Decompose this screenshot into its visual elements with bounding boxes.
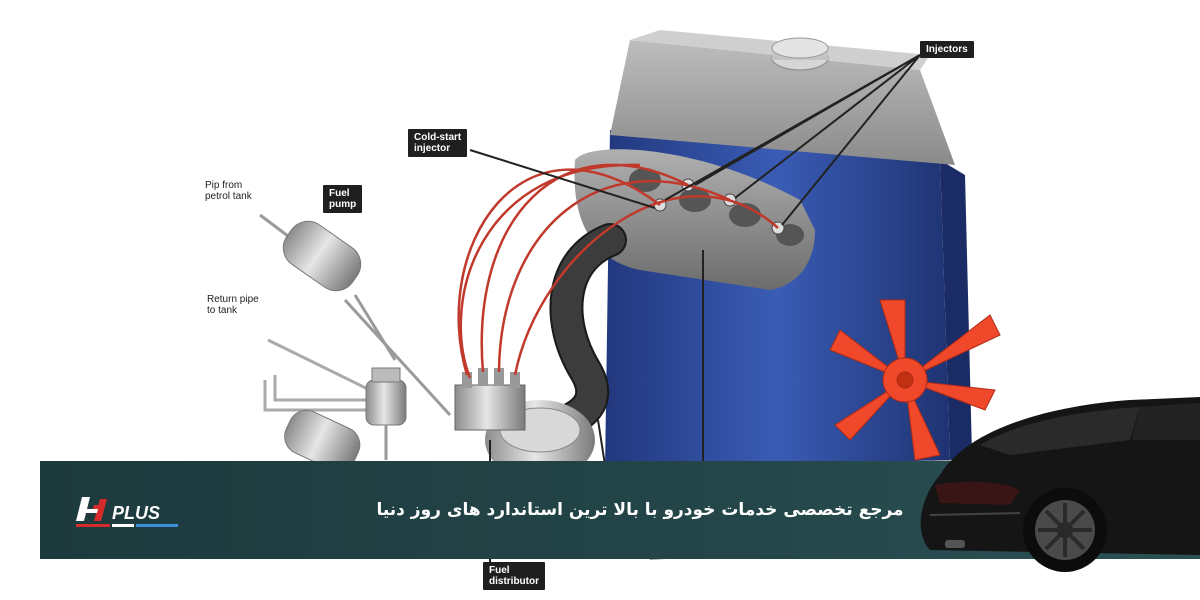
fuel-distributor-body: [454, 368, 595, 480]
logo-text: PLUS: [112, 503, 160, 523]
callout-fuel-pump: Fuel pump: [323, 185, 363, 213]
air-hose: [549, 223, 627, 437]
banner-tagline: مرجع تخصصی خدمات خودرو با بالا ترین استا…: [376, 500, 904, 520]
intake-manifold: [574, 149, 815, 290]
fuel-lines: [457, 163, 779, 379]
accumulator: [365, 367, 407, 460]
callout-fuel-distributor: Fuel distributor: [483, 562, 545, 590]
fuel-pump: [259, 213, 452, 417]
label-return-pipe: Return pipe to tank: [207, 294, 259, 316]
label-pip-from-tank: Pip from petrol tank: [205, 180, 252, 202]
callout-cold-start-injector: Cold-start injector: [408, 129, 468, 157]
car-image: [920, 397, 1200, 572]
fan: [829, 299, 1001, 461]
brand-logo: PLUS: [76, 497, 178, 527]
callout-injectors: Injectors: [920, 41, 974, 58]
